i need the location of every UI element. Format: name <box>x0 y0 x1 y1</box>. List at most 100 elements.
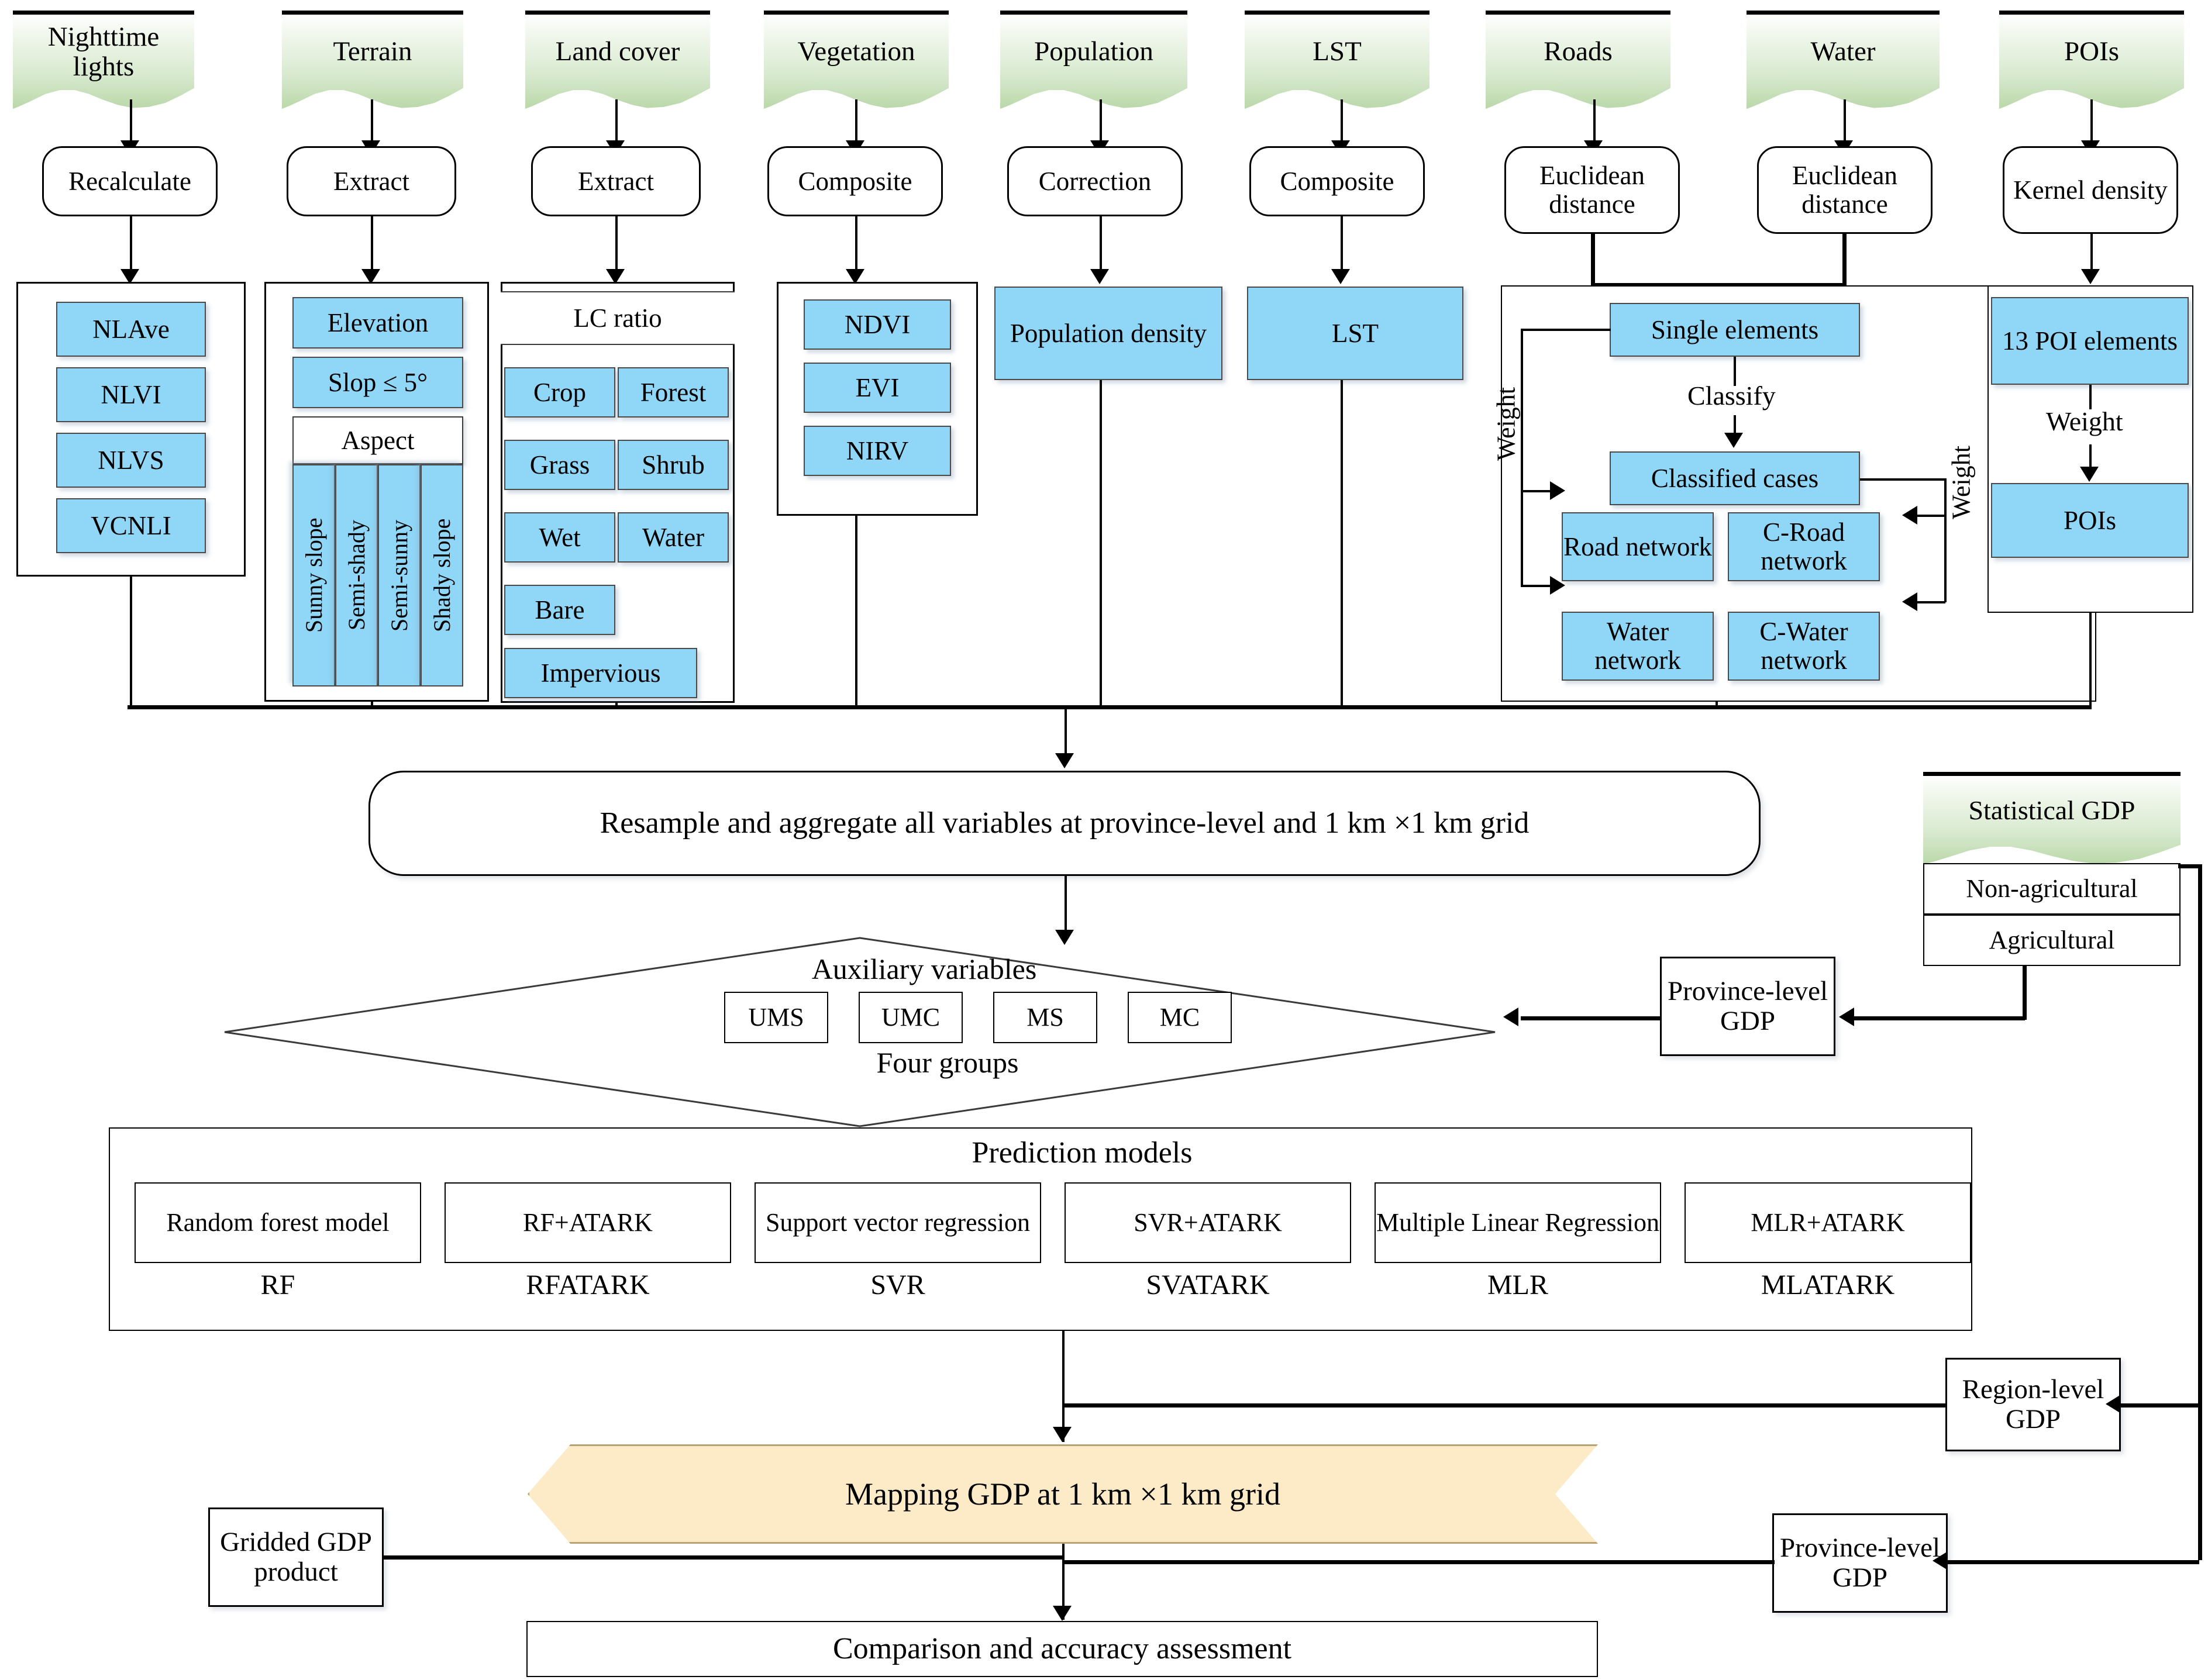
chip-non-agricultural: Non-agricultural <box>1923 863 2181 915</box>
chip-aspect-title: Aspect <box>292 416 463 464</box>
chip-label: Water network <box>1594 617 1681 675</box>
chip-label: UMS <box>748 1003 804 1032</box>
model-abbr-rfatark: RFATARK <box>526 1270 650 1300</box>
source-population: Population <box>1000 11 1187 109</box>
model-abbr-svr: SVR <box>870 1270 925 1300</box>
chip-forest: Forest <box>618 367 729 418</box>
chip-label: C-Water network <box>1759 617 1848 675</box>
source-label: Water <box>1810 36 1876 67</box>
chip-vcnli: VCNLI <box>56 498 206 553</box>
model-box-rfatark: RF+ATARK <box>445 1182 731 1263</box>
chip-nirv: NIRV <box>804 426 951 476</box>
classify-label: Classify <box>1687 381 1776 410</box>
chip-label: Water <box>642 522 705 552</box>
chip-label: NLVI <box>101 380 161 409</box>
source-label: Land cover <box>555 36 680 67</box>
source-pois: POIs <box>1999 11 2184 109</box>
source-label: Terrain <box>333 36 412 67</box>
chip-label: Province-level GDP <box>1667 976 1828 1036</box>
chip-shady-slope: Shady slope <box>421 464 463 687</box>
chip-label: Slop ≤ 5° <box>328 367 428 397</box>
poi-weight-label: Weight <box>2046 406 2123 436</box>
model-box-mlatark: MLR+ATARK <box>1685 1182 1971 1263</box>
chip-crop: Crop <box>504 367 615 418</box>
comparison-box: Comparison and accuracy assessment <box>526 1621 1598 1677</box>
process-label: Correction <box>1038 166 1152 196</box>
model-box-rf: Random forest model <box>135 1182 421 1263</box>
chip-semi-shady: Semi-shady <box>335 464 378 687</box>
chip-label: MS <box>1027 1003 1064 1032</box>
source-roads: Roads <box>1486 11 1670 109</box>
chip-label: UMC <box>881 1003 941 1032</box>
chip-label: LST <box>1331 318 1379 348</box>
model-name: SVR+ATARK <box>1134 1208 1282 1237</box>
chip-13-poi-elements: 13 POI elements <box>1991 297 2189 385</box>
process-label: Euclidean distance <box>1539 161 1645 219</box>
source-label: Population <box>1034 36 1153 67</box>
process-kernel-density: Kernel density <box>2003 146 2178 234</box>
chip-label: Wet <box>539 522 581 552</box>
chip-gridded-gdp-product: Gridded GDP product <box>208 1507 384 1607</box>
process-composite-lst: Composite <box>1249 146 1425 216</box>
source-label: POIs <box>2064 36 2120 67</box>
process-label: Composite <box>798 166 912 196</box>
chip-bare: Bare <box>504 585 615 635</box>
source-label: LST <box>1313 36 1362 67</box>
source-lst: LST <box>1245 11 1429 109</box>
source-label: Nighttime lights <box>47 21 160 82</box>
model-name: Multiple Linear Regression <box>1376 1208 1659 1237</box>
chip-label: Shady slope <box>429 518 455 633</box>
process-recalculate: Recalculate <box>42 146 218 216</box>
chip-umc: UMC <box>859 992 963 1043</box>
source-label: Statistical GDP <box>1968 795 2135 825</box>
mapping-gdp-label: Mapping GDP at 1 km ×1 km grid <box>845 1476 1280 1512</box>
chip-lst-output: LST <box>1247 287 1463 380</box>
process-euclidean-water: Euclidean distance <box>1757 146 1933 234</box>
weight-left-label: Weight <box>1491 387 1521 461</box>
chip-label: Single elements <box>1651 315 1819 344</box>
chip-ndvi: NDVI <box>804 299 951 350</box>
source-vegetation: Vegetation <box>764 11 949 109</box>
process-label: Extract <box>333 166 409 196</box>
process-label: Extract <box>578 166 654 196</box>
model-name: MLR+ATARK <box>1751 1208 1905 1237</box>
process-euclidean-roads: Euclidean distance <box>1504 146 1680 234</box>
model-abbr-mlr: MLR <box>1487 1270 1548 1300</box>
chip-label: Population density <box>1010 318 1207 348</box>
chip-lc-ratio-title: LC ratio <box>501 291 735 345</box>
process-correction-population: Correction <box>1007 146 1183 216</box>
panel-landcover-variables <box>501 282 735 703</box>
chip-label: Crop <box>533 377 586 407</box>
chip-label: LC ratio <box>573 303 662 333</box>
statistical-gdp-source: Statistical GDP <box>1923 772 2181 865</box>
model-box-svatark: SVR+ATARK <box>1065 1182 1351 1263</box>
chip-water-network: Water network <box>1562 612 1714 681</box>
chip-province-level-gdp-mid: Province-level GDP <box>1660 957 1835 1056</box>
chip-label: NLVS <box>98 445 164 475</box>
chip-mc: MC <box>1128 992 1232 1043</box>
model-abbr-mlatark: MLATARK <box>1761 1270 1895 1300</box>
model-abbr-svatark: SVATARK <box>1146 1270 1270 1300</box>
process-label: Euclidean distance <box>1792 161 1897 219</box>
chip-label: VCNLI <box>91 510 171 540</box>
chip-nlave: NLAve <box>56 302 206 357</box>
chip-water-lc: Water <box>618 512 729 563</box>
weight-right-label: Weight <box>1947 446 1976 519</box>
chip-pois-output: POIs <box>1991 483 2189 558</box>
chip-label: Aspect <box>341 425 415 455</box>
resample-capsule: Resample and aggregate all variables at … <box>368 771 1761 876</box>
chip-label: Forest <box>640 377 707 407</box>
chip-label: Road network <box>1563 532 1712 561</box>
chip-semi-sunny: Semi-sunny <box>378 464 421 687</box>
chip-classified-cases: Classified cases <box>1610 451 1860 505</box>
chip-label: Sunny slope <box>301 518 327 633</box>
process-label: Kernel density <box>2013 175 2168 205</box>
comparison-label: Comparison and accuracy assessment <box>832 1631 1292 1665</box>
chip-label: Grass <box>529 450 590 479</box>
chip-nlvi: NLVI <box>56 367 206 422</box>
resample-label: Resample and aggregate all variables at … <box>600 806 1530 840</box>
chip-label: Semi-shady <box>343 520 370 631</box>
source-water: Water <box>1747 11 1940 109</box>
source-terrain: Terrain <box>282 11 463 109</box>
